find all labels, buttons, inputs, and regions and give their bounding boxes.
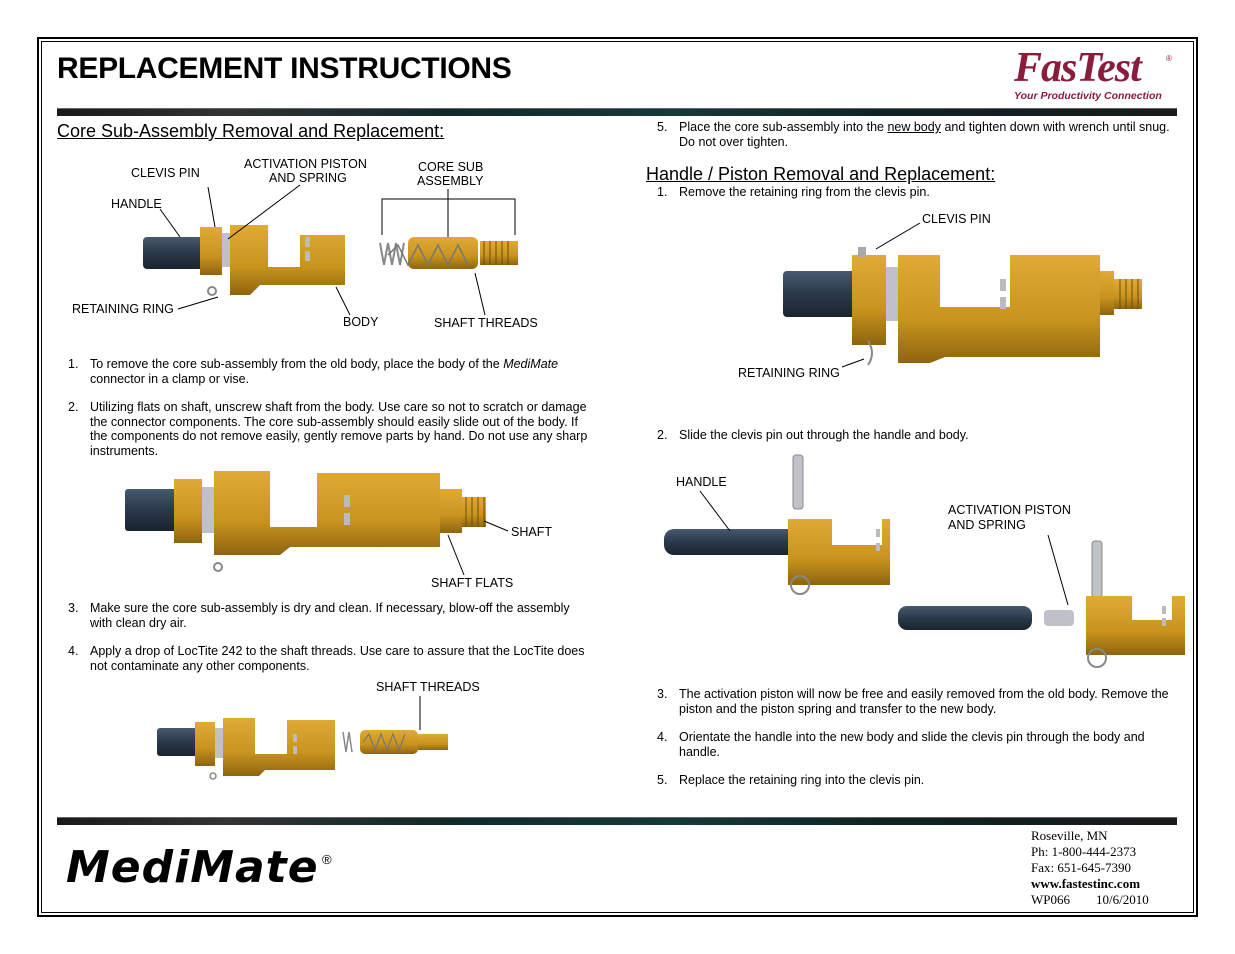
handle-step-3-number: 3. bbox=[657, 687, 668, 701]
core-step-5-text-b: and tighten down with wrench until snug. bbox=[940, 120, 1170, 134]
contact-website: www.fastestinc.com bbox=[1031, 876, 1141, 891]
medimate-logo: MediMate bbox=[66, 842, 319, 893]
core-section-heading: Core Sub-Assembly Removal and Replacemen… bbox=[57, 121, 445, 141]
handle-step-1-text: Remove the retaining ring from the clevi… bbox=[679, 185, 930, 199]
footer-divider bbox=[57, 817, 1177, 825]
label-shaft-threads-2: SHAFT THREADS bbox=[376, 680, 480, 694]
core-step-2-number: 2. bbox=[68, 400, 79, 414]
core-step-3-line: Make sure the core sub-assembly is dry a… bbox=[90, 601, 570, 615]
page-border-outer bbox=[37, 37, 1198, 917]
handle-step-2-number: 2. bbox=[657, 428, 668, 442]
label-retaining-ring: RETAINING RING bbox=[72, 302, 174, 316]
fastest-logo-brand: FasTest bbox=[1014, 45, 1142, 91]
core-step-1: 1. To remove the core sub-assembly from … bbox=[68, 357, 608, 387]
shaft-flats-diagram bbox=[125, 471, 509, 576]
handle-step-2-text: Slide the clevis pin out through the han… bbox=[679, 428, 969, 442]
label-handle: HANDLE bbox=[111, 197, 162, 211]
core-step-2-line: Utilizing flats on shaft, unscrew shaft … bbox=[90, 400, 587, 414]
core-step-5-number: 5. bbox=[657, 120, 668, 134]
core-step-4-number: 4. bbox=[68, 644, 79, 658]
handle-section-heading: Handle / Piston Removal and Replacement: bbox=[646, 164, 996, 184]
page-border-inner bbox=[41, 41, 1194, 913]
label-body: BODY bbox=[343, 315, 379, 329]
page-title: REPLACEMENT INSTRUCTIONS bbox=[57, 52, 512, 85]
label-activation-piston-2: AND SPRING bbox=[269, 171, 347, 185]
handle-step-4-line: handle. bbox=[679, 744, 721, 759]
contact-block: Roseville, MN Ph: 1-800-444-2373 Fax: 65… bbox=[1031, 828, 1149, 908]
core-step-2: 2. Utilizing flats on shaft, unscrew sha… bbox=[68, 400, 608, 460]
label-shaft-threads: SHAFT THREADS bbox=[434, 316, 538, 330]
core-step-5-text-a: Place the core sub-assembly into the bbox=[679, 120, 888, 134]
label-clevis-pin-2: CLEVIS PIN bbox=[922, 212, 991, 226]
core-step-4-line: not contaminate any other components. bbox=[90, 658, 310, 673]
core-step-2-line: instruments. bbox=[90, 443, 159, 458]
clevis-pin-removal-diagram bbox=[664, 454, 1185, 668]
label-activation-piston-4: AND SPRING bbox=[948, 518, 1026, 532]
core-step-1-line2: connector in a clamp or vise. bbox=[90, 371, 250, 386]
loctite-shaft-diagram bbox=[157, 696, 448, 780]
core-step-5-line2: Do not over tighten. bbox=[679, 134, 789, 149]
core-step-3-number: 3. bbox=[68, 601, 79, 615]
label-activation-piston-1: ACTIVATION PISTON bbox=[244, 157, 367, 171]
medimate-logo-reg: ® bbox=[322, 852, 332, 867]
core-step-2-line: the connector components. The core sub-a… bbox=[90, 414, 579, 429]
retaining-ring-diagram bbox=[783, 222, 1142, 368]
fastest-logo-tagline: Your Productivity Connection bbox=[1014, 90, 1162, 102]
fastest-logo: FasTest ® Your Productivity Connection bbox=[1008, 44, 1176, 106]
label-handle-2: HANDLE bbox=[676, 475, 727, 489]
handle-step-4: 4. Orientate the handle into the new bod… bbox=[657, 730, 1182, 760]
document-number: WP066 bbox=[1031, 892, 1070, 907]
core-step-1-number: 1. bbox=[68, 357, 79, 371]
contact-phone: Ph: 1-800-444-2373 bbox=[1031, 844, 1137, 859]
handle-step-5-number: 5. bbox=[657, 773, 668, 787]
contact-city: Roseville, MN bbox=[1031, 828, 1108, 843]
fastest-logo-reg: ® bbox=[1166, 54, 1172, 63]
header-divider bbox=[57, 108, 1177, 116]
handle-step-5: 5. Replace the retaining ring into the c… bbox=[657, 773, 1182, 789]
core-step-3: 3. Make sure the core sub-assembly is dr… bbox=[68, 601, 608, 631]
core-step-4-line: Apply a drop of LocTite 242 to the shaft… bbox=[90, 644, 585, 658]
handle-step-1-number: 1. bbox=[657, 185, 668, 199]
handle-step-3-line: piston and the piston spring and transfe… bbox=[679, 701, 997, 716]
core-step-4: 4. Apply a drop of LocTite 242 to the sh… bbox=[68, 644, 608, 674]
label-core-sub-2: ASSEMBLY bbox=[417, 174, 484, 188]
core-step-5-new-body: new body bbox=[887, 120, 941, 134]
label-shaft: SHAFT bbox=[511, 525, 552, 539]
core-step-2-line: the components do not remove easily, gen… bbox=[90, 429, 588, 443]
handle-step-3: 3. The activation piston will now be fre… bbox=[657, 687, 1182, 717]
handle-step-5-text: Replace the retaining ring into the clev… bbox=[679, 773, 925, 787]
label-core-sub-1: CORE SUB bbox=[418, 160, 484, 174]
core-step-1-text: To remove the core sub-assembly from the… bbox=[90, 357, 504, 371]
handle-step-3-line: The activation piston will now be free a… bbox=[679, 687, 1169, 701]
handle-step-4-number: 4. bbox=[657, 730, 668, 744]
label-clevis-pin: CLEVIS PIN bbox=[131, 166, 200, 180]
label-activation-piston-3: ACTIVATION PISTON bbox=[948, 503, 1071, 517]
core-assembly-diagram bbox=[143, 184, 518, 316]
handle-step-1: 1. Remove the retaining ring from the cl… bbox=[657, 185, 1182, 201]
handle-step-4-line: Orientate the handle into the new body a… bbox=[679, 730, 1145, 744]
contact-fax: Fax: 651-645-7390 bbox=[1031, 860, 1132, 875]
core-step-3-line: with clean dry air. bbox=[90, 615, 187, 630]
core-step-5: 5. Place the core sub-assembly into the … bbox=[657, 120, 1182, 150]
handle-step-2: 2. Slide the clevis pin out through the … bbox=[657, 428, 1182, 444]
document-date: 10/6/2010 bbox=[1096, 892, 1149, 907]
document-id-row: WP066 10/6/2010 bbox=[1031, 892, 1149, 908]
core-step-1-medimate: MediMate bbox=[503, 357, 559, 371]
label-shaft-flats: SHAFT FLATS bbox=[431, 576, 514, 590]
label-retaining-ring-2: RETAINING RING bbox=[738, 366, 840, 380]
